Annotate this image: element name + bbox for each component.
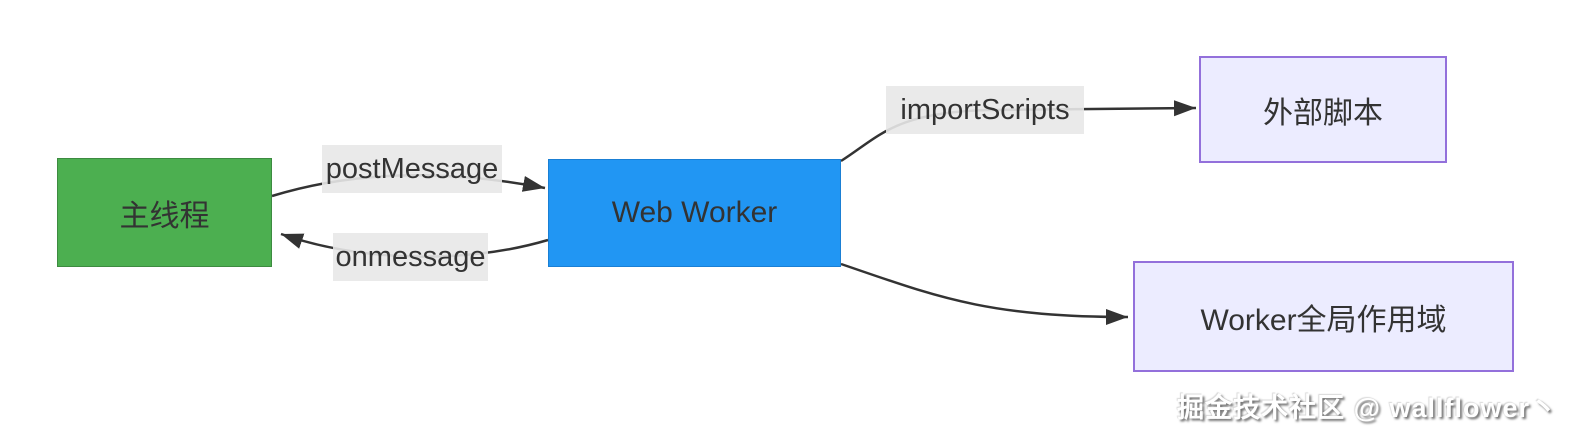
node-external-script-label: 外部脚本: [1263, 96, 1383, 130]
edge-label-importscripts: importScripts: [886, 86, 1084, 134]
node-worker-global-scope-label: Worker全局作用域: [1200, 303, 1447, 337]
node-worker-global-scope: Worker全局作用域: [1133, 261, 1514, 372]
node-web-worker-label: Web Worker: [611, 196, 778, 229]
watermark: 掘金技术社区 @ wallflower丶: [1177, 393, 1558, 423]
edge-label-onmessage: onmessage: [333, 233, 488, 281]
node-web-worker: Web Worker: [548, 159, 841, 267]
edge-worker-global-scope-arrow: [840, 262, 1129, 325]
node-external-script: 外部脚本: [1199, 56, 1447, 163]
node-main-thread-label: 主线程: [119, 199, 210, 233]
node-main-thread: 主线程: [57, 158, 272, 267]
edge-label-postmessage-text: postMessage: [325, 152, 499, 185]
edge-label-importscripts-text: importScripts: [900, 93, 1070, 126]
edge-label-onmessage-text: onmessage: [335, 240, 486, 273]
edge-label-postmessage: postMessage: [322, 145, 502, 193]
